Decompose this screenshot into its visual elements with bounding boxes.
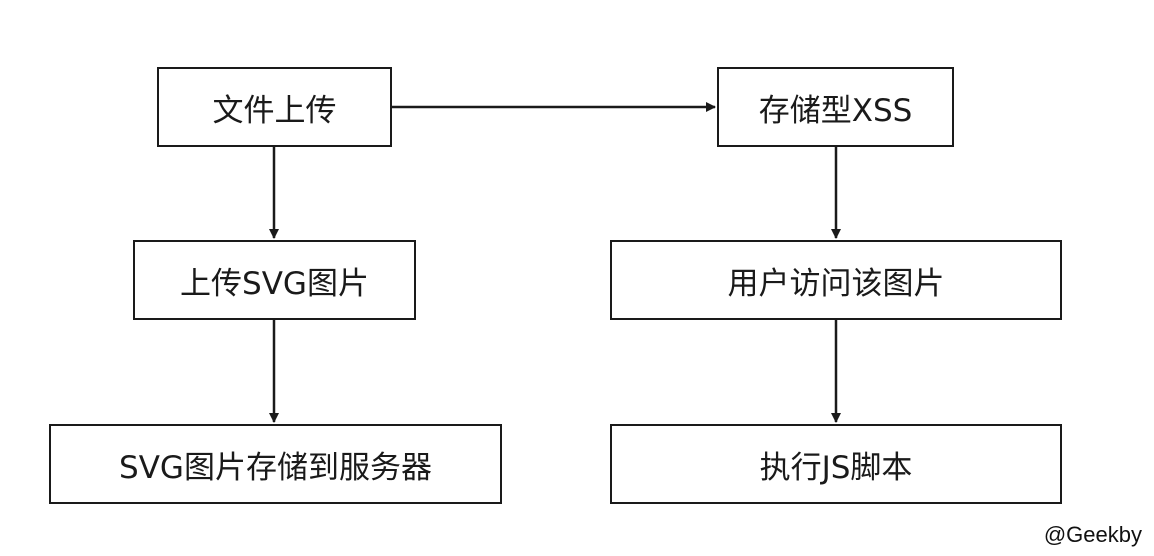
node-file-upload-label: 文件上传 — [212, 92, 337, 129]
node-svg-stored-label: SVG图片存储到服务器 — [119, 449, 432, 486]
node-file-upload: 文件上传 — [157, 67, 392, 147]
node-svg-stored: SVG图片存储到服务器 — [49, 424, 502, 504]
node-stored-xss: 存储型XSS — [717, 67, 954, 147]
node-execute-js-label: 执行JS脚本 — [759, 449, 913, 486]
node-execute-js: 执行JS脚本 — [610, 424, 1062, 504]
node-user-visits-label: 用户访问该图片 — [727, 265, 945, 302]
node-user-visits: 用户访问该图片 — [610, 240, 1062, 320]
watermark: @Geekby — [1043, 522, 1142, 547]
node-upload-svg-label: 上传SVG图片 — [180, 265, 369, 302]
node-stored-xss-label: 存储型XSS — [758, 92, 913, 129]
node-upload-svg: 上传SVG图片 — [133, 240, 416, 320]
